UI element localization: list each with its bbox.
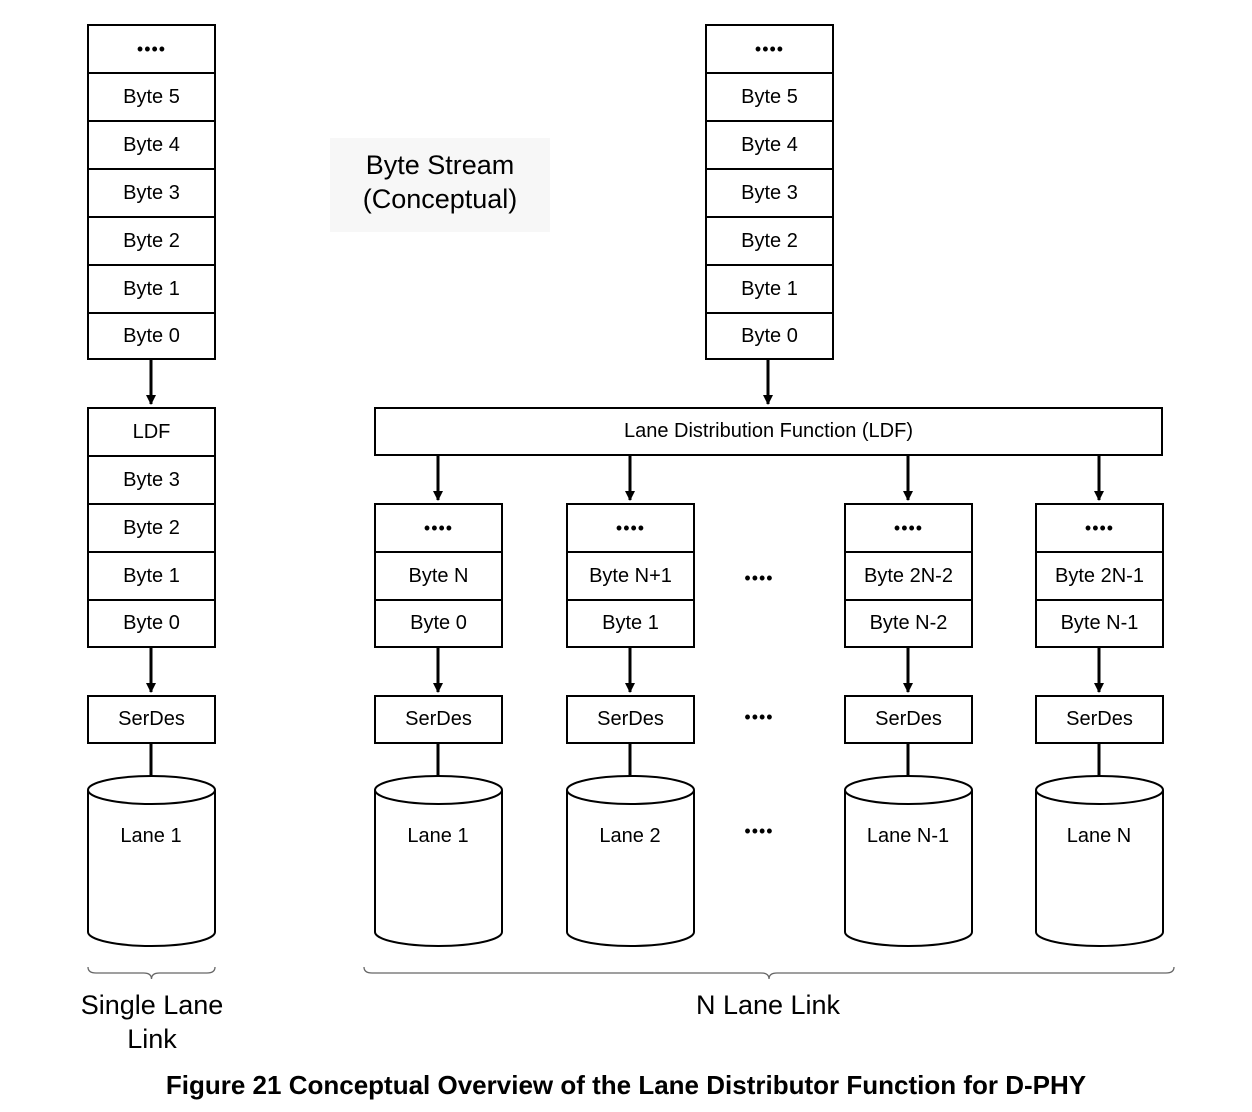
single-ldf-byte-0: Byte 0 xyxy=(87,599,216,648)
lane-1-cylinder xyxy=(374,775,503,947)
single-ldf-byte-3: Byte 3 xyxy=(87,455,216,505)
lane-1-byte-upper: Byte N xyxy=(374,551,503,601)
lane-2-ellipsis: •••• xyxy=(566,503,695,553)
single-lane-cylinder xyxy=(87,775,216,947)
lanes-ellipsis-lanes: •••• xyxy=(744,821,774,841)
n-lane-brace xyxy=(363,966,1175,980)
right-stream-byte-4: Byte 4 xyxy=(705,120,834,170)
single-ldf-byte-1: Byte 1 xyxy=(87,551,216,601)
single-lane-brace xyxy=(87,966,216,980)
right-stream-byte-3: Byte 3 xyxy=(705,168,834,218)
right-stream-byte-2: Byte 2 xyxy=(705,216,834,266)
ldf-bar: Lane Distribution Function (LDF) xyxy=(374,407,1163,456)
lane-1-ellipsis: •••• xyxy=(374,503,503,553)
right-stream-ellipsis: •••• xyxy=(705,24,834,74)
left-stream-byte-5: Byte 5 xyxy=(87,72,216,122)
lane-n-byte-upper: Byte 2N-1 xyxy=(1035,551,1164,601)
single-ldf-byte-2: Byte 2 xyxy=(87,503,216,553)
byte-stream-label-line2: (Conceptual) xyxy=(362,184,518,214)
lane-n-label: Lane N xyxy=(1066,825,1132,847)
lane-n-ellipsis: •••• xyxy=(1035,503,1164,553)
lanes-ellipsis-serdes: •••• xyxy=(744,707,774,727)
lane-2-cylinder xyxy=(566,775,695,947)
lane-n-serdes: SerDes xyxy=(1035,695,1164,744)
left-stream-byte-2: Byte 2 xyxy=(87,216,216,266)
single-lane-link-label: Single Lane Link xyxy=(52,988,252,1056)
lane-n-minus-1-label: Lane N-1 xyxy=(866,825,950,847)
lane-1-serdes: SerDes xyxy=(374,695,503,744)
left-stream-ellipsis: •••• xyxy=(87,24,216,74)
lane-n-minus-1-byte-upper: Byte 2N-2 xyxy=(844,551,973,601)
single-ldf-header: LDF xyxy=(87,407,216,457)
lane-1-label: Lane 1 xyxy=(407,825,469,847)
left-stream-byte-0: Byte 0 xyxy=(87,312,216,360)
lane-n-minus-1-ellipsis: •••• xyxy=(844,503,973,553)
lane-1-byte-lower: Byte 0 xyxy=(374,599,503,648)
lane-n-minus-1-serdes: SerDes xyxy=(844,695,973,744)
left-stream-byte-1: Byte 1 xyxy=(87,264,216,314)
lane-n-cylinder xyxy=(1035,775,1164,947)
left-stream-byte-4: Byte 4 xyxy=(87,120,216,170)
right-stream-byte-5: Byte 5 xyxy=(705,72,834,122)
byte-stream-label-backdrop xyxy=(330,138,550,232)
lane-2-byte-upper: Byte N+1 xyxy=(566,551,695,601)
left-stream-byte-3: Byte 3 xyxy=(87,168,216,218)
lane-2-label: Lane 2 xyxy=(599,825,661,847)
lane-2-serdes: SerDes xyxy=(566,695,695,744)
right-stream-byte-0: Byte 0 xyxy=(705,312,834,360)
n-lane-link-label: N Lane Link xyxy=(695,990,841,1020)
single-lane-link-label-line2: Link xyxy=(127,1024,177,1054)
single-lane-link-label-line1: Single Lane xyxy=(80,990,224,1020)
lanes-ellipsis-bytes: •••• xyxy=(744,568,774,588)
lane-n-minus-1-cylinder xyxy=(844,775,973,947)
single-serdes: SerDes xyxy=(87,695,216,744)
lane-n-minus-1-byte-lower: Byte N-2 xyxy=(844,599,973,648)
figure-caption: Figure 21 Conceptual Overview of the Lan… xyxy=(165,1070,1087,1100)
byte-stream-label: Byte Stream (Conceptual) xyxy=(330,148,550,216)
lane-2-byte-lower: Byte 1 xyxy=(566,599,695,648)
lane-n-byte-lower: Byte N-1 xyxy=(1035,599,1164,648)
single-lane-label: Lane 1 xyxy=(120,825,182,847)
byte-stream-label-line1: Byte Stream xyxy=(365,150,515,180)
right-stream-byte-1: Byte 1 xyxy=(705,264,834,314)
